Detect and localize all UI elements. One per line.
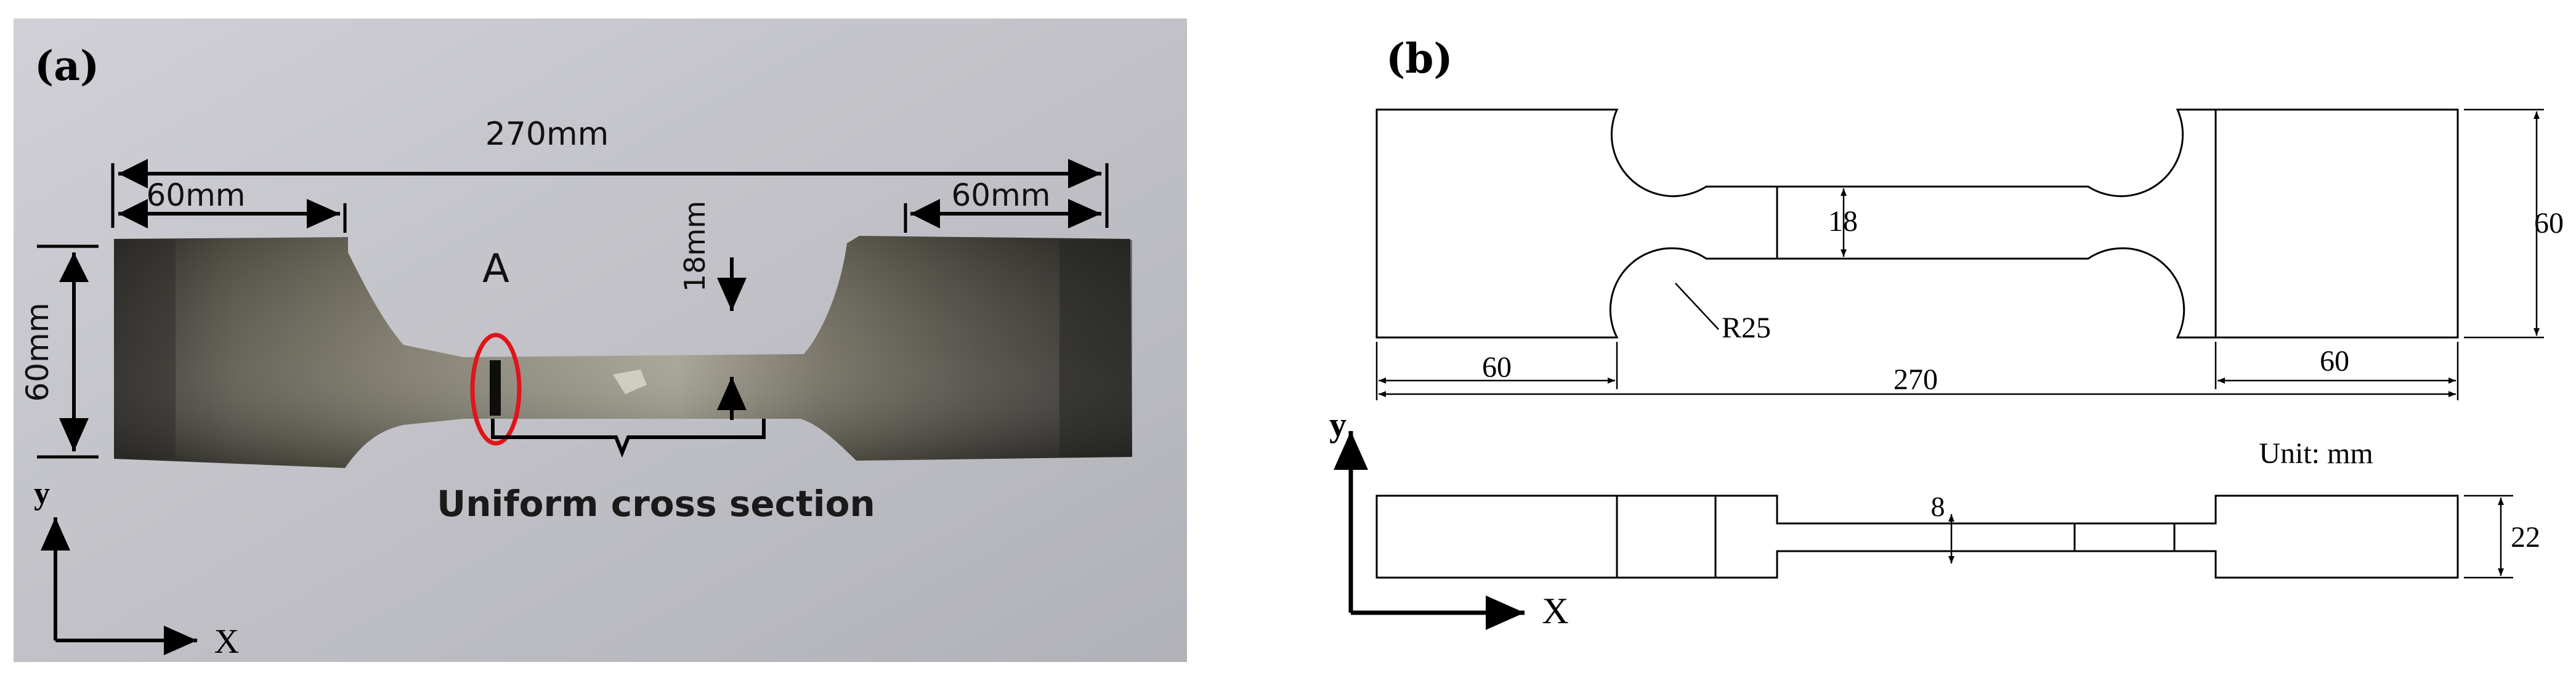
axis-y-label-a: y xyxy=(34,476,50,511)
dim-60-right-label: 60mm xyxy=(951,177,1050,213)
unit-label: Unit: mm xyxy=(2259,437,2373,470)
dim-r25-label: R25 xyxy=(1722,312,1771,344)
specimen-side-view xyxy=(1375,494,2459,579)
dim-b-18-label: 18 xyxy=(1828,205,1858,238)
dim-b-60-left-label: 60 xyxy=(1482,351,1512,384)
panel-b-label: (b) xyxy=(1386,34,1453,83)
notch-a xyxy=(490,360,501,416)
dim-60-left-label: 60mm xyxy=(146,177,245,213)
panel-a-photo: A 270mm 60mm 60mm 60mm 18mm Uniform cros… xyxy=(14,18,1187,662)
uniform-section-brace xyxy=(491,419,766,458)
dim-b-8-label: 8 xyxy=(1931,491,1945,522)
specimen-top-view xyxy=(1375,108,2459,339)
dim-b-60-vertical-label: 60 xyxy=(2534,207,2564,240)
dim-r25-leader xyxy=(1675,283,1719,330)
axis-y-label-b: y xyxy=(1329,406,1347,444)
dim-18-label: 18mm xyxy=(678,201,711,292)
right-grip-dark-zone xyxy=(1059,240,1132,457)
panel-a-label: (a) xyxy=(34,42,99,90)
surface-mark xyxy=(613,369,647,394)
panel-b-drawing: (b) 18 R25 60 60 270 60 Unit: mm xyxy=(1329,34,2564,631)
dim-270-label: 270mm xyxy=(485,116,609,153)
marker-a-ellipse xyxy=(470,333,522,446)
dim-b-60-right-label: 60 xyxy=(2320,345,2349,377)
specimen-shading xyxy=(114,236,1132,468)
dim-b-270-label: 270 xyxy=(1894,363,1938,396)
dim-60-vertical-label: 60mm xyxy=(20,302,55,402)
marker-a-label: A xyxy=(482,246,509,292)
axis-x-label-a: X xyxy=(214,623,239,661)
axis-x-label-b: X xyxy=(1542,591,1568,631)
left-grip-dark-zone xyxy=(114,239,176,459)
uniform-section-caption: Uniform cross section xyxy=(437,483,875,525)
dim-b-22-label: 22 xyxy=(2511,521,2540,554)
